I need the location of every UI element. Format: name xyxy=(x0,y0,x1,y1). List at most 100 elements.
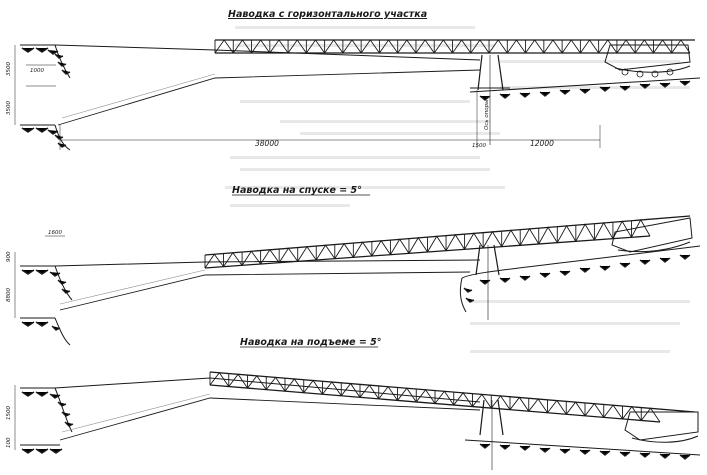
support-pier-descent xyxy=(475,244,500,320)
truss-diagonal xyxy=(297,245,317,262)
truss-descent xyxy=(204,215,691,269)
truss-diagonal xyxy=(616,39,636,54)
truss-diagonal xyxy=(322,381,342,397)
truss-diagonal xyxy=(631,218,651,238)
view-descent: 1600 900 8800 xyxy=(6,215,701,346)
truss-diagonal xyxy=(464,232,484,250)
truss-diagonal xyxy=(452,39,472,54)
truss-diagonal xyxy=(445,233,465,251)
truss-diagonal xyxy=(506,39,526,54)
dim-3500-upper: 3500 xyxy=(6,62,12,76)
truss-diagonal xyxy=(397,39,417,54)
truss-diagonal xyxy=(575,223,595,242)
truss-diagonal xyxy=(352,241,373,258)
truss-diagonal xyxy=(378,385,398,401)
truss-diagonal xyxy=(247,375,267,390)
truss-diagonal xyxy=(427,235,447,253)
truss-diagonal xyxy=(528,398,548,414)
title-horizontal: Наводка с горизонтального участка xyxy=(228,9,427,20)
truss-diagonal xyxy=(488,39,508,54)
truss-diagonal xyxy=(228,373,248,389)
truss-horizontal xyxy=(214,39,695,54)
dim-100-ascent: 100 xyxy=(6,437,12,448)
truss-diagonal xyxy=(671,39,691,54)
dim-8800: 8800 xyxy=(6,288,12,302)
truss-diagonal xyxy=(519,227,540,246)
truss-diagonal xyxy=(561,39,581,54)
truss-diagonal xyxy=(214,39,234,54)
truss-diagonal xyxy=(580,39,600,54)
truss-diagonal xyxy=(315,244,336,261)
dim-38000: 38000 xyxy=(255,139,279,148)
view-ascent: 1500 100 xyxy=(6,371,701,470)
near-bank-ascent xyxy=(20,387,74,454)
truss-diagonal xyxy=(360,39,380,54)
truss-diagonal xyxy=(223,251,243,267)
support-pier-horizontal: Ось опоры xyxy=(470,54,510,145)
near-bank-upper xyxy=(20,44,71,79)
launch-vehicle-horizontal xyxy=(604,44,691,78)
dim-900: 900 xyxy=(6,251,12,262)
far-bank-horizontal xyxy=(469,77,701,101)
truss-diagonal xyxy=(525,39,545,54)
truss-diagonal xyxy=(556,224,577,243)
dim-3500-lower: 3500 xyxy=(6,101,12,115)
truss-diagonal xyxy=(342,39,362,54)
truss-diagonal xyxy=(415,388,436,404)
truss-diagonal xyxy=(334,242,354,259)
support-axis-note: Ось опоры xyxy=(484,99,490,130)
dim-12000: 12000 xyxy=(530,139,554,148)
truss-diagonal xyxy=(303,379,323,395)
truss-diagonal xyxy=(415,39,435,54)
truss-diagonal xyxy=(501,229,521,247)
truss-diagonal xyxy=(634,39,654,54)
launch-vehicle-ascent xyxy=(624,411,699,443)
truss-diagonal xyxy=(324,39,344,54)
near-bank-descent xyxy=(20,265,73,346)
truss-diagonal xyxy=(241,250,261,266)
truss-diagonal xyxy=(251,39,271,54)
view-horizontal: 3500 1000 3500 Ось опоры xyxy=(6,39,701,151)
truss-diagonal xyxy=(565,401,586,417)
truss-diagonal xyxy=(204,253,224,269)
background-bleed-text xyxy=(225,26,690,353)
truss-diagonal xyxy=(653,39,673,54)
truss-diagonal xyxy=(538,226,558,245)
far-bank-ascent xyxy=(464,439,701,460)
truss-diagonal xyxy=(453,392,473,407)
truss-diagonal xyxy=(265,376,286,392)
truss-diagonal xyxy=(622,405,642,421)
truss-diagonal xyxy=(284,378,305,393)
truss-diagonal xyxy=(287,39,307,54)
truss-diagonal xyxy=(482,230,503,249)
truss-diagonal xyxy=(269,39,289,54)
truss-diagonal xyxy=(593,221,614,241)
truss-diagonal xyxy=(209,372,230,387)
truss-diagonal xyxy=(598,39,618,54)
truss-diagonal xyxy=(305,39,325,54)
title-ascent: Наводка на подъеме = 5° xyxy=(240,337,382,348)
truss-diagonal xyxy=(433,39,453,54)
truss-diagonal xyxy=(603,404,623,420)
truss-diagonal xyxy=(340,382,361,398)
truss-diagonal xyxy=(472,393,492,409)
title-descent: Наводка на спуске = 5° xyxy=(232,185,362,196)
dim-1600: 1600 xyxy=(48,230,62,236)
truss-diagonal xyxy=(640,407,661,423)
truss-diagonal xyxy=(379,39,399,54)
truss-diagonal xyxy=(509,396,530,412)
near-bank-lower xyxy=(20,124,71,151)
dim-1000: 1000 xyxy=(30,68,44,74)
truss-diagonal xyxy=(612,220,632,239)
truss-diagonal xyxy=(278,247,299,263)
dim-1500: 1500 xyxy=(472,143,486,149)
truss-diagonal xyxy=(371,239,391,257)
truss-diagonal xyxy=(547,399,567,415)
dim-1500-ascent: 1500 xyxy=(6,406,12,420)
truss-diagonal xyxy=(359,384,380,400)
truss-diagonal xyxy=(397,387,417,403)
far-bank-descent xyxy=(459,245,701,313)
support-pier-ascent xyxy=(479,399,504,470)
truss-diagonal xyxy=(584,402,605,418)
